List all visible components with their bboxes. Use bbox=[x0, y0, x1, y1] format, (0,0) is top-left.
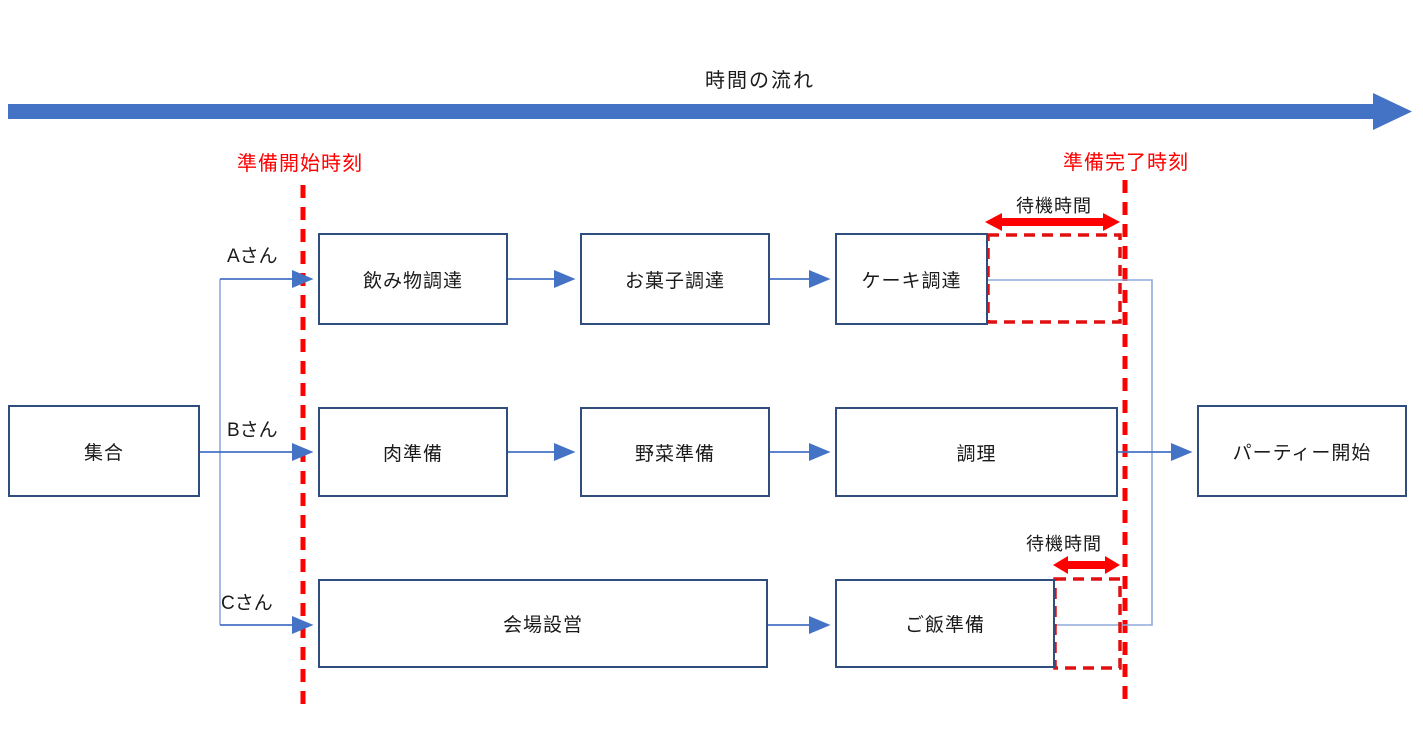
task-box-snacks: お菓子調達 bbox=[580, 233, 770, 325]
task-box-cake: ケーキ調達 bbox=[835, 233, 988, 325]
wait-label-lane-c: 待機時間 bbox=[1026, 534, 1102, 554]
wait-arrow-lane-a bbox=[985, 213, 1120, 231]
task-label-cake: ケーキ調達 bbox=[861, 270, 962, 292]
task-label-meat: 肉準備 bbox=[382, 443, 443, 465]
task-box-venue-setup: 会場設営 bbox=[318, 579, 768, 668]
task-label-rice: ご飯準備 bbox=[904, 615, 985, 636]
wait-arrow-lane-c bbox=[1053, 556, 1120, 574]
lane-c-person-label: Cさん bbox=[221, 593, 273, 614]
task-label-venue-setup: 会場設営 bbox=[502, 615, 583, 636]
end-node-label: パーティー開始 bbox=[1232, 442, 1372, 464]
task-label-drinks: 飲み物調達 bbox=[362, 270, 463, 292]
task-box-meat: 肉準備 bbox=[318, 407, 508, 497]
wait-rect-lane-a bbox=[986, 233, 1122, 324]
end-node-box: パーティー開始 bbox=[1197, 405, 1407, 497]
task-connectors bbox=[200, 270, 1193, 634]
timeline-arrow-icon bbox=[8, 93, 1412, 130]
task-box-drinks: 飲み物調達 bbox=[318, 233, 508, 325]
wait-rect-lane-c bbox=[1053, 577, 1122, 670]
lane-a-person-label: Aさん bbox=[227, 246, 278, 267]
wait-label-lane-a: 待機時間 bbox=[1016, 196, 1092, 216]
timeline-title: 時間の流れ bbox=[705, 70, 815, 92]
task-label-cooking: 調理 bbox=[956, 443, 997, 465]
start-node-label: 集合 bbox=[83, 442, 124, 464]
prep-end-label: 準備完了時刻 bbox=[1063, 152, 1189, 174]
start-node-box: 集合 bbox=[8, 405, 200, 497]
task-label-snacks: お菓子調達 bbox=[624, 270, 725, 292]
lane-b-person-label: Bさん bbox=[227, 420, 278, 441]
task-box-vegetables: 野菜準備 bbox=[580, 407, 770, 497]
task-box-cooking: 調理 bbox=[835, 407, 1118, 497]
prep-start-label: 準備開始時刻 bbox=[237, 153, 363, 175]
task-box-rice: ご飯準備 bbox=[835, 579, 1055, 668]
task-label-vegetables: 野菜準備 bbox=[634, 443, 715, 465]
